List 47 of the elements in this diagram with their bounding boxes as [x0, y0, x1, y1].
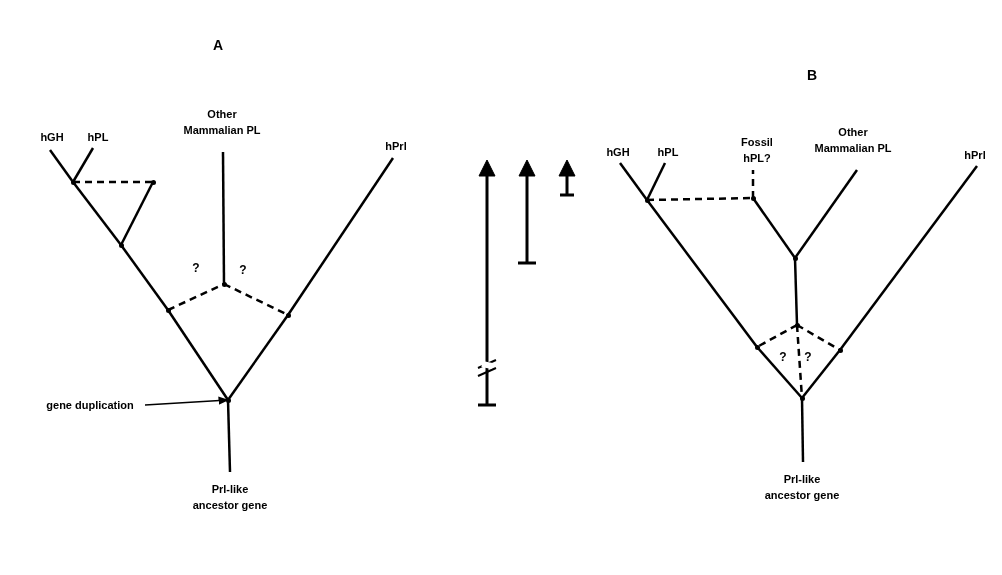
branch-line: [645, 162, 667, 201]
branch-line: [49, 149, 74, 183]
question-mark: ?: [192, 260, 200, 276]
branch-line: [119, 181, 155, 246]
branch-point: [794, 322, 800, 328]
branch-point: [165, 307, 171, 313]
branch-point: [70, 179, 76, 185]
branch-line: [221, 152, 226, 284]
node-label: gene duplication: [46, 398, 134, 413]
branch-line: [73, 180, 153, 184]
branch-line: [286, 157, 395, 316]
node-label: Other Mammalian PL: [813, 125, 893, 156]
branch-point: [837, 347, 843, 353]
question-mark: ?: [239, 262, 247, 278]
node-label: Other Mammalian PL: [182, 107, 262, 138]
branch-point: [792, 255, 798, 261]
branch-point: [750, 195, 756, 201]
branch-line: [71, 147, 95, 183]
question-mark: ?: [804, 349, 812, 365]
branch-point: [799, 395, 805, 401]
node-label: Fossil hPL?: [740, 135, 774, 166]
branch-point: [221, 281, 227, 287]
branch-line: [226, 314, 290, 401]
branch-point: [285, 312, 291, 318]
node-label: hPL: [87, 130, 109, 145]
branch-point: [644, 197, 650, 203]
node-label: hPrl: [385, 139, 407, 154]
node-label: Prl-like ancestor gene: [763, 472, 841, 503]
branch-line: [756, 346, 803, 399]
question-mark: ?: [779, 349, 787, 365]
branch-point: [754, 344, 760, 350]
branch-line: [793, 169, 859, 259]
branch-point: [118, 242, 124, 248]
branch-point: [150, 179, 156, 185]
branch-line: [756, 323, 798, 349]
branch-point: [225, 397, 231, 403]
branch-line: [619, 162, 648, 201]
node-label: hGH: [40, 130, 64, 145]
node-label: hPL: [657, 145, 679, 160]
node-label: hPrl: [964, 148, 986, 163]
panel-letter: B: [806, 66, 818, 85]
node-label: hGH: [606, 145, 630, 160]
branch-line: [751, 170, 755, 198]
node-label: Prl-like ancestor gene: [191, 482, 269, 513]
panel-letter: A: [212, 36, 224, 55]
branch-line: [839, 165, 978, 351]
branch-line: [801, 349, 841, 399]
